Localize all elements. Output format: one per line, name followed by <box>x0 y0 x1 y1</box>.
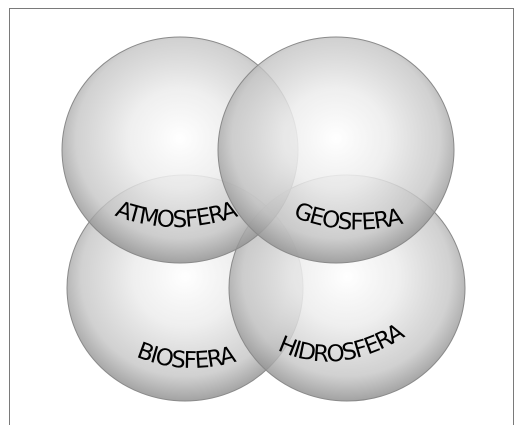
earth-systems-diagram: ATMOSFERA GEOSFERA BIOSFERA HIDROSFERA <box>0 0 523 427</box>
